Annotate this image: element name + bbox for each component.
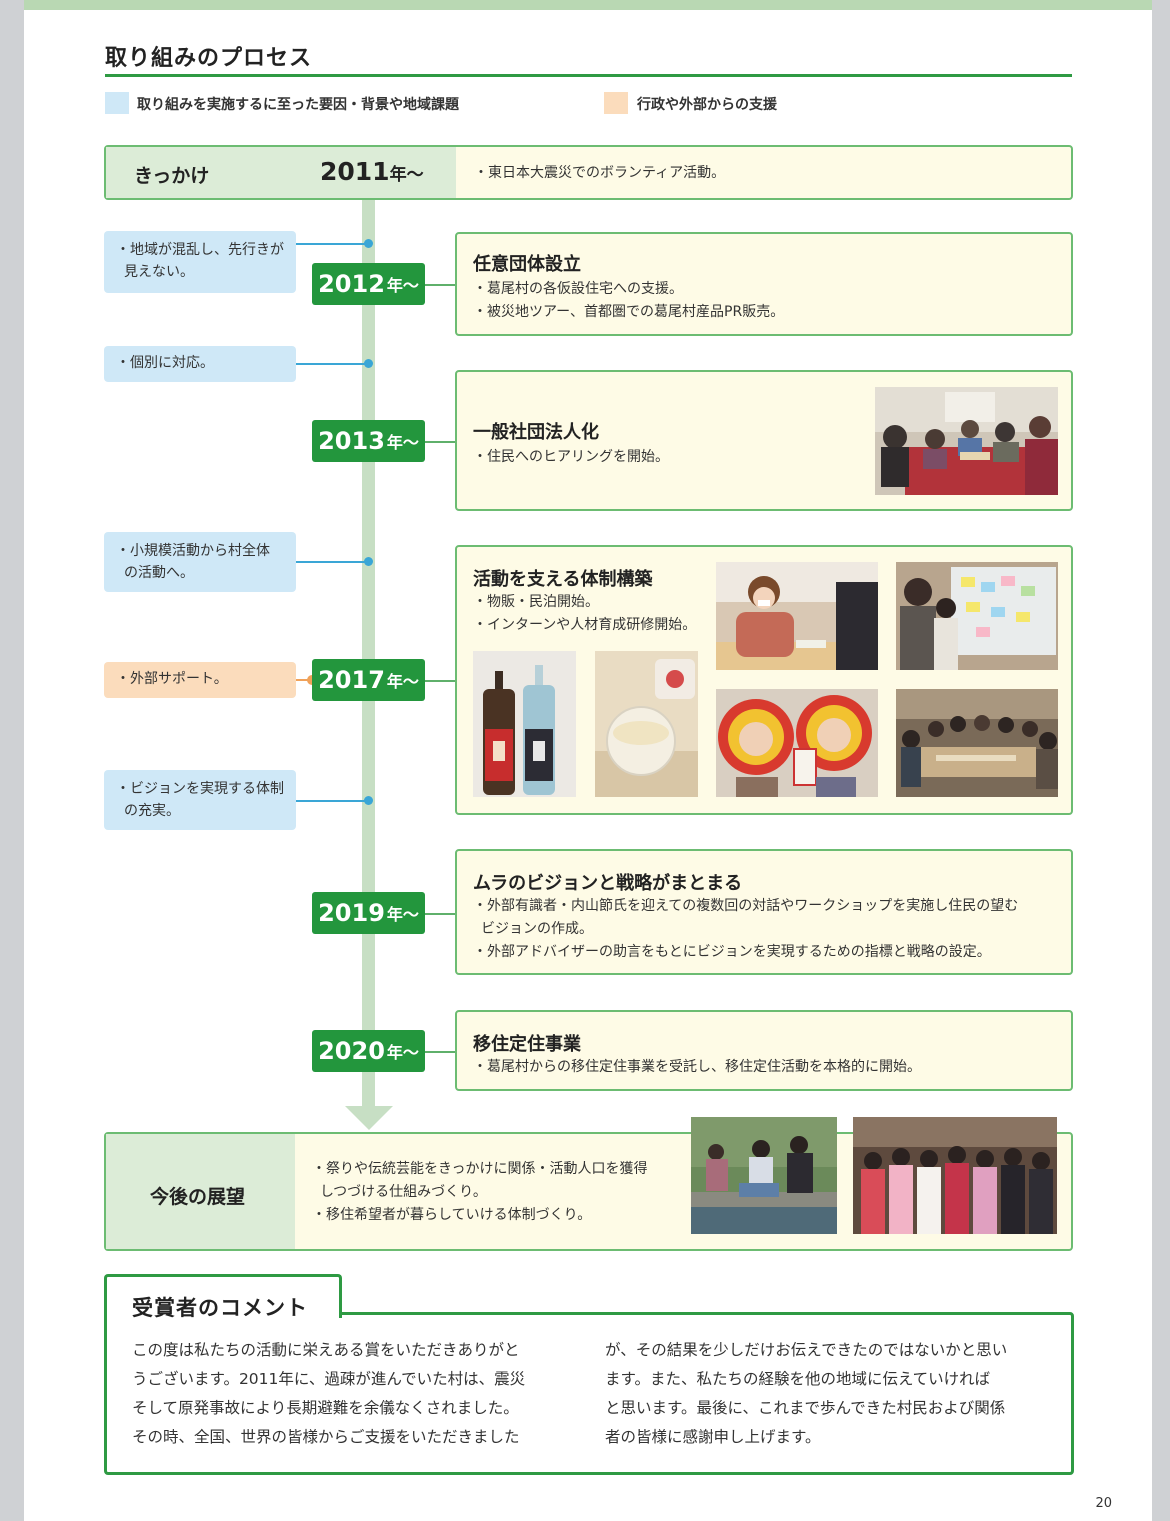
- cause-box-1: ・地域が混乱し、先行きが 見えない。: [104, 231, 296, 293]
- cause-box-3: ・小規模活動から村全体 の活動へ。: [104, 532, 296, 592]
- photo-amazake-glass: [595, 651, 698, 797]
- cause-3-line-2: の活動へ。: [124, 565, 194, 581]
- cause-1-line-1: ・地域が混乱し、先行きが: [116, 242, 284, 258]
- legend-swatch-support: [604, 92, 628, 114]
- future-text: ・祭りや伝統芸能をきっかけに関係・活動人口を獲得 しつづける仕組みづくり。 ・移…: [312, 1161, 648, 1223]
- milestone-2020-title: 移住定住事業: [473, 1034, 581, 1055]
- milestone-2017-title: 活動を支える体制構築: [473, 569, 653, 590]
- comment-left-column: この度は私たちの活動に栄えある賞をいただきありがと うございます。2011年に、…: [132, 1341, 526, 1446]
- cause-2-connector: [296, 363, 368, 365]
- milestone-box-2013: 一般社団法人化 ・住民へのヒアリングを開始。: [455, 370, 1073, 511]
- milestone-2012-text: ・葛尾村の各仮設住宅への支援。 ・被災地ツアー、首都圏での葛尾村産品PR販売。: [473, 281, 785, 320]
- legend-swatch-causes: [105, 92, 129, 114]
- start-box-label-area: [106, 147, 456, 198]
- milestone-2012-title: 任意団体設立: [473, 254, 581, 275]
- top-accent-bar: [24, 0, 1152, 10]
- milestone-box-2019: ムラのビジョンと戦略がまとまる ・外部有識者・内山節氏を迎えての複数回の対話やワ…: [455, 849, 1073, 975]
- start-box: きっかけ 2011年～ ・東日本大震災でのボランティア活動。: [104, 145, 1073, 200]
- cause-1-line-2: 見えない。: [124, 264, 194, 280]
- page-number: 20: [1095, 1496, 1112, 1511]
- milestone-2013-text: ・住民へのヒアリングを開始。: [473, 449, 669, 465]
- start-year: 2011年～: [320, 157, 424, 186]
- photo-festival-sunflower-faces: [716, 689, 878, 797]
- milestone-box-2012: 任意団体設立 ・葛尾村の各仮設住宅への支援。 ・被災地ツアー、首都圏での葛尾村産…: [455, 232, 1073, 336]
- future-label: 今後の展望: [150, 1186, 246, 1208]
- photo-river-picnic: [691, 1117, 837, 1234]
- year-2013-connector: [425, 441, 456, 443]
- photo-festival-group: [853, 1117, 1057, 1234]
- cause-2-dot: [364, 359, 373, 368]
- future-label-area: [106, 1134, 295, 1249]
- legend-label-causes: 取り組みを実施するに至った要因・背景や地域課題: [137, 97, 459, 113]
- cause-box-4: ・ビジョンを実現する体制 の充実。: [104, 770, 296, 830]
- milestone-box-2020: 移住定住事業 ・葛尾村からの移住定住事業を受託し、移住定住活動を本格的に開始。: [455, 1010, 1073, 1091]
- timeline-spine: [362, 198, 375, 1110]
- cause-4-line-2: の充実。: [124, 803, 180, 819]
- cause-4-line-1: ・ビジョンを実現する体制: [116, 781, 284, 797]
- milestone-2013-title: 一般社団法人化: [473, 422, 599, 443]
- cause-3-connector: [296, 561, 368, 563]
- milestone-2017-text: ・物販・民泊開始。 ・インターンや人材育成研修開始。: [473, 594, 697, 633]
- comment-title: 受賞者のコメント: [132, 1296, 308, 1320]
- cause-3-dot: [364, 557, 373, 566]
- start-text: ・東日本大震災でのボランティア活動。: [474, 165, 726, 181]
- photo-whiteboard-planning: [896, 562, 1058, 670]
- cause-4-dot: [364, 796, 373, 805]
- comment-box: [104, 1312, 1074, 1475]
- timeline-arrow-head: [345, 1106, 393, 1130]
- milestone-box-2017: 活動を支える体制構築 ・物販・民泊開始。 ・インターンや人材育成研修開始。: [455, 545, 1073, 815]
- support-box: ・外部サポート。: [104, 662, 296, 698]
- cause-3-line-1: ・小規模活動から村全体: [116, 543, 270, 559]
- legend-label-support: 行政や外部からの支援: [637, 97, 777, 113]
- year-2017-connector: [425, 680, 456, 682]
- cause-1-connector: [296, 243, 368, 245]
- milestone-2019-title: ムラのビジョンと戦略がまとまる: [473, 873, 743, 894]
- comment-tab: [104, 1274, 342, 1318]
- year-2012-connector: [425, 284, 456, 286]
- milestone-2019-text: ・外部有識者・内山節氏を迎えての複数回の対話やワークショップを実施し住民の望む …: [473, 898, 1019, 960]
- cause-4-connector: [296, 800, 368, 802]
- cause-1-dot: [364, 239, 373, 248]
- title-underline: [105, 74, 1072, 77]
- comment-right-column: が、その結果を少しだけお伝えできたのではないかと思い ます。また、私たちの経験を…: [605, 1341, 1008, 1446]
- year-2019-connector: [425, 913, 456, 915]
- milestone-2020-text: ・葛尾村からの移住定住事業を受託し、移住定住活動を本格的に開始。: [473, 1059, 921, 1075]
- cause-box-2: ・個別に対応。: [104, 346, 296, 382]
- support-text: ・外部サポート。: [116, 671, 228, 687]
- photo-sake-bottles: [473, 651, 576, 797]
- photo-community-gathering: [896, 689, 1058, 797]
- section-title: 取り組みのプロセス: [105, 46, 313, 71]
- photo-workshop-woman: [716, 562, 878, 670]
- photo-villagers-meeting: [875, 387, 1058, 495]
- support-connector: [296, 679, 314, 681]
- year-2020-connector: [425, 1051, 456, 1053]
- cause-2-line-1: ・個別に対応。: [116, 355, 214, 371]
- start-label: きっかけ: [134, 165, 210, 187]
